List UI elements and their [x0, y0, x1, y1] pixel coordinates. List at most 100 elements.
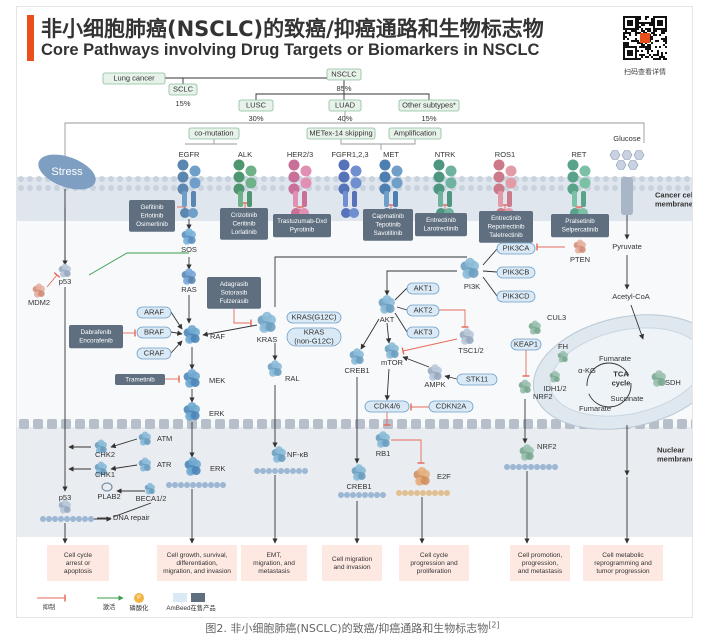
pathway-link: [202, 324, 258, 337]
tsc-protein: [459, 328, 474, 345]
tsc-label: TSC1/2: [458, 346, 483, 355]
ros1-drug-box: [479, 211, 533, 243]
glucose-label: Glucose: [613, 134, 641, 143]
pik3cd-pill-shape: [496, 290, 536, 303]
p53-nuclear-label: p53: [59, 493, 72, 502]
chk2-label: CHK2: [95, 450, 115, 459]
glucose-molecule-3: [615, 160, 627, 170]
ampk-label: AMPK: [424, 380, 445, 389]
sos-protein: [181, 228, 196, 245]
outcome-3-box: [322, 545, 382, 581]
figure-caption-text: 图2. 非小细胞肺癌(NSCLC)的致癌/抑癌通路和生物标志物: [205, 622, 489, 635]
amplification-box-label: Amplification: [394, 128, 437, 137]
outcome-1-label: Cell growth, survival,differentiation,mi…: [163, 552, 231, 575]
mek-protein: [183, 369, 201, 388]
akt2-pill-label: AKT2: [414, 305, 433, 314]
ret-drug-0: Pralsetinib: [565, 218, 595, 225]
cdk46-pill-shape: [364, 400, 410, 413]
pathway-link: [482, 276, 498, 297]
mek-drug-box: [115, 374, 165, 385]
fgfr-label: FGFR1,2,3: [331, 150, 368, 159]
braf-drug-1: Encorafenib: [79, 337, 113, 344]
p53-label: p53: [59, 277, 72, 286]
atm-protein: [138, 431, 151, 446]
atr-label: ATR: [157, 460, 172, 469]
ampk-protein: [427, 364, 442, 381]
met-drug-0: Capmatinib: [372, 213, 404, 220]
araf-pill-shape: [136, 306, 172, 319]
kras-non-g12c-pill-shape: [286, 327, 342, 347]
raf-label: RAF: [210, 332, 225, 341]
her2-drug-1: Pyrotinib: [290, 226, 315, 233]
outcome-5-box: [510, 545, 570, 581]
legend-phospho-symbol: [134, 593, 144, 603]
mek-label: MEK: [209, 376, 225, 385]
pathway-link: [385, 322, 392, 344]
chk2-protein: [94, 439, 107, 454]
pathway-link: [396, 306, 408, 311]
creb1-label: CREB1: [344, 366, 369, 375]
ras-protein: [181, 268, 196, 285]
ret-drug-1: Selpercatinib: [562, 226, 599, 233]
sclc-box-shape: [168, 83, 198, 96]
qr-code-icon: [620, 13, 670, 63]
egfr-label: EGFR: [179, 150, 200, 159]
ret-drug-box: [551, 214, 609, 238]
outcome-0-box: [47, 545, 109, 581]
legend-ambeed-swatch-2: [191, 593, 205, 602]
fh-label: FH: [558, 342, 568, 351]
kras-label: KRAS: [257, 335, 277, 344]
legend-activate-label: 激活: [103, 602, 116, 611]
met-drug-box: [363, 209, 413, 241]
plab2-label: PLAB2: [97, 492, 120, 501]
akt-protein: [378, 295, 395, 314]
pik3cb-pill-shape: [496, 266, 536, 279]
cul3-label: CUL3: [547, 313, 566, 322]
braf-pill-label: BRAF: [144, 327, 164, 336]
lusc-box-shape: [238, 99, 274, 112]
figure-frame: 非小细胞肺癌(NSCLC)的致癌/抑癌通路和生物标志物 Core Pathway…: [16, 6, 693, 618]
metex14-box-shape: [306, 127, 376, 140]
pathway-link: [170, 340, 183, 354]
inhibition-link: [439, 309, 469, 328]
creb1-protein: [349, 348, 364, 365]
qr-caption: 扫码查看详情: [624, 68, 666, 76]
ras-label: RAS: [181, 285, 196, 294]
other-subtypes-box-label: Other subtypes*: [402, 100, 456, 109]
outcome-2-box: [241, 545, 307, 581]
pathway-link: [110, 438, 138, 449]
pathway-link: [170, 330, 183, 336]
erk-nuclear-protein: [184, 457, 202, 476]
nrf2-protein: [518, 379, 531, 394]
pi3k-label: PI3K: [464, 282, 480, 291]
fh-protein: [557, 350, 568, 363]
pathway-link: [630, 304, 644, 340]
pik3ca-pill-label: PIK3CA: [503, 243, 530, 252]
stress-shape: [38, 154, 96, 190]
legend-ambeed-swatch-1: [173, 593, 187, 602]
nrf2-nuclear-label: NRF2: [537, 442, 557, 451]
luad-pct: 40%: [337, 114, 352, 123]
her2-drug-0: Trastuzumab-Dxd: [277, 218, 327, 225]
pathway-link: [274, 256, 467, 307]
creb1-nuclear-protein: [351, 464, 366, 481]
stress-label: Stress: [51, 166, 83, 178]
ret-label: RET: [572, 150, 587, 159]
lusc-pct: 30%: [248, 114, 263, 123]
mdm2-label: MDM2: [28, 298, 50, 307]
glucose-transporter: [621, 177, 633, 215]
glucose-molecule-0: [609, 150, 621, 160]
ral-protein: [267, 360, 282, 377]
kras-g12c-pill-shape: [286, 311, 342, 324]
egfr-drug-1: Erlotinib: [141, 212, 164, 219]
fgfr-receptor: [338, 159, 362, 218]
pathway-link: [402, 356, 430, 368]
lung-cancer-box-label: Lung cancer: [113, 73, 155, 82]
legend-inhibit-label: 抑制: [43, 602, 56, 611]
pi3k-protein: [460, 257, 479, 279]
e2f-label: E2F: [437, 472, 451, 481]
kras-drug-box: [207, 277, 261, 309]
beca-label: BECA1/2: [136, 494, 167, 503]
raf-protein: [183, 325, 201, 344]
